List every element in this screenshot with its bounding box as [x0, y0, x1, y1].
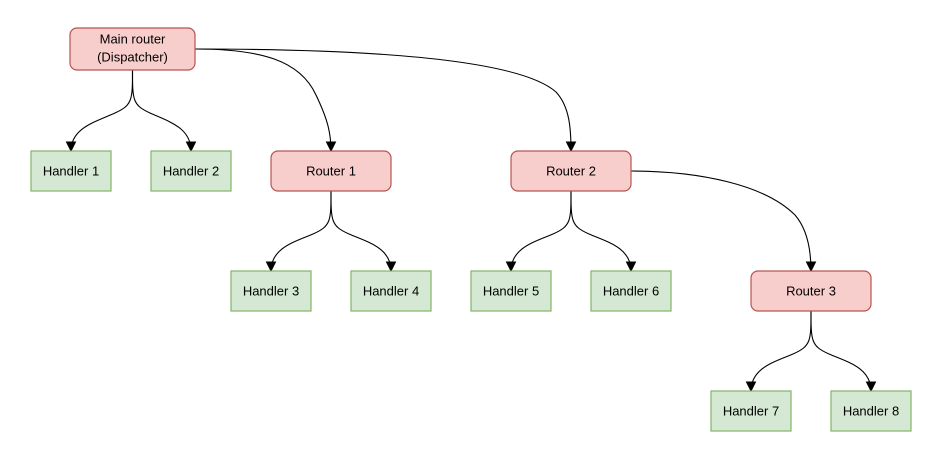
edge-line	[270, 190, 332, 272]
handler-box[interactable]	[830, 390, 912, 432]
edge-main-to-router-2	[194, 48, 577, 153]
router-box[interactable]	[69, 27, 196, 71]
handler-box[interactable]	[590, 270, 672, 312]
node-handler-6[interactable]: Handler 6	[590, 270, 672, 312]
handler-box[interactable]	[30, 150, 112, 192]
arrow-head-icon	[65, 141, 77, 153]
edge-router-2-to-handler-5	[505, 190, 572, 273]
edge-line	[510, 190, 572, 272]
arrow-head-icon	[625, 261, 637, 273]
node-handler-3[interactable]: Handler 3	[230, 270, 312, 312]
arrow-head-icon	[805, 261, 817, 273]
edge-line	[570, 190, 632, 272]
handler-box[interactable]	[350, 270, 432, 312]
router-box[interactable]	[750, 270, 872, 312]
node-main-router[interactable]: Main router (Dispatcher)	[69, 27, 196, 71]
edge-line	[330, 190, 392, 272]
node-label: Router 3	[786, 283, 836, 298]
node-label: Handler 4	[363, 283, 419, 298]
edge-router-2-to-router-3	[630, 170, 817, 273]
handler-box[interactable]	[150, 150, 232, 192]
edge-router-2-to-handler-6	[570, 190, 637, 273]
node-router-3[interactable]: Router 3	[750, 270, 872, 312]
nodes-layer: Main router (Dispatcher) Handler 1 Handler …	[30, 27, 912, 432]
arrow-head-icon	[505, 261, 517, 273]
node-handler-7[interactable]: Handler 7	[710, 390, 792, 432]
node-router-2[interactable]: Router 2	[510, 150, 632, 192]
edge-line	[194, 48, 332, 152]
edge-router-1-to-handler-4	[330, 190, 397, 273]
arrow-head-icon	[865, 381, 877, 393]
node-handler-2[interactable]: Handler 2	[150, 150, 232, 192]
arrow-head-icon	[185, 141, 197, 153]
node-handler-5[interactable]: Handler 5	[470, 270, 552, 312]
node-label: Handler 1	[43, 163, 99, 178]
node-label-line-2: (Dispatcher)	[97, 49, 168, 64]
arrow-head-icon	[745, 381, 757, 393]
edge-router-3-to-handler-8	[810, 310, 877, 393]
edge-main-to-handler-1	[65, 69, 134, 153]
handler-box[interactable]	[230, 270, 312, 312]
edge-line	[131, 69, 192, 152]
edge-main-to-router-1	[194, 48, 337, 153]
node-router-1[interactable]: Router 1	[270, 150, 392, 192]
edges-layer	[65, 48, 877, 393]
node-label: Handler 7	[723, 403, 779, 418]
edge-line	[70, 69, 134, 152]
node-label: Router 1	[306, 163, 356, 178]
node-handler-1[interactable]: Handler 1	[30, 150, 112, 192]
edge-line	[810, 310, 872, 392]
edge-router-1-to-handler-3	[265, 190, 332, 273]
arrow-head-icon	[385, 261, 397, 273]
handler-box[interactable]	[470, 270, 552, 312]
edge-main-to-handler-2	[131, 69, 197, 153]
node-label: Handler 2	[163, 163, 219, 178]
edge-line	[630, 170, 812, 272]
edge-line	[194, 48, 572, 152]
handler-box[interactable]	[710, 390, 792, 432]
node-label: Router 2	[546, 163, 596, 178]
router-box[interactable]	[510, 150, 632, 192]
arrow-head-icon	[325, 141, 337, 153]
router-box[interactable]	[270, 150, 392, 192]
edge-line	[750, 310, 812, 392]
node-label-line-1: Main router	[100, 31, 166, 46]
node-handler-8[interactable]: Handler 8	[830, 390, 912, 432]
arrow-head-icon	[265, 261, 277, 273]
node-label: Handler 8	[843, 403, 899, 418]
edge-router-3-to-handler-7	[745, 310, 812, 393]
node-label: Handler 3	[243, 283, 299, 298]
node-handler-4[interactable]: Handler 4	[350, 270, 432, 312]
node-label: Handler 6	[603, 283, 659, 298]
node-label: Handler 5	[483, 283, 539, 298]
arrow-head-icon	[565, 141, 577, 153]
